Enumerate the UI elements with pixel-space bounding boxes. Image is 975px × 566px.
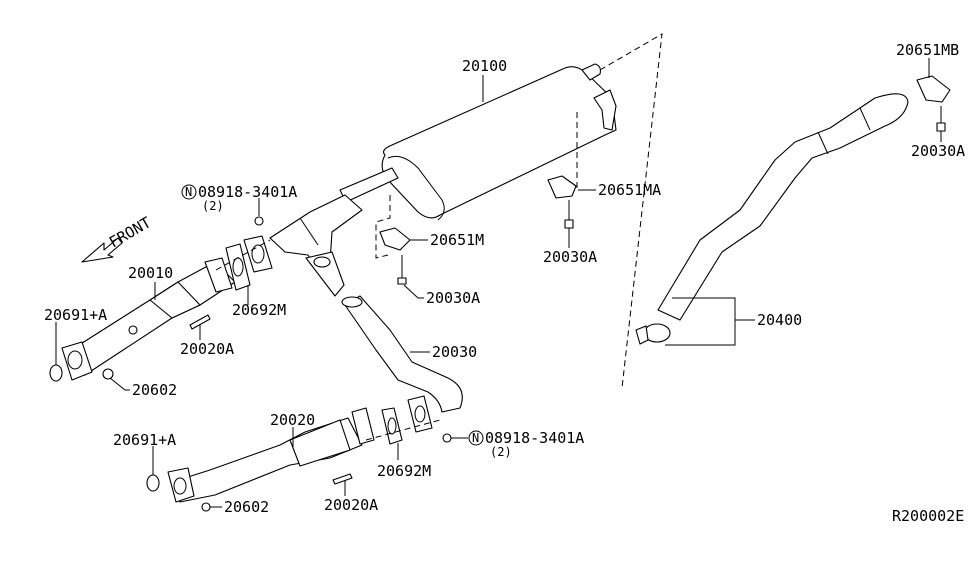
clamp-bolt [635, 325, 649, 345]
seal-ring-lower-20691a[interactable]: 20691+A [113, 431, 176, 492]
part-label-20692m-lower: 20692M [377, 462, 431, 480]
mounting-rubber-20651m[interactable]: 20651M [375, 195, 484, 259]
part-label-20010: 20010 [128, 264, 173, 282]
center-tube-flange [407, 395, 433, 433]
n-symbol-circle-lower [468, 430, 484, 446]
front-tube-20010[interactable]: 20010 [61, 257, 236, 381]
front-arrow-icon [81, 237, 123, 263]
gasket-lower-20692m[interactable]: 20692M [365, 407, 441, 480]
part-label-20030: 20030 [432, 343, 477, 361]
nut-icon [442, 433, 452, 443]
bolt-20030a-ma[interactable]: 20030A [543, 200, 597, 266]
nut-upper-20602[interactable]: 20602 [102, 368, 177, 399]
converter-flange-20020 [351, 407, 375, 445]
part-label-08918-upper: 08918-3401A [198, 183, 297, 201]
inlet-flange-20020 [167, 467, 195, 503]
muffler-inlet-pipe [339, 167, 399, 203]
catalytic-converter-20020 [289, 419, 351, 467]
part-label-20602-upper: 20602 [132, 381, 177, 399]
seal-ring-upper-20691a[interactable]: 20691+A [44, 306, 107, 382]
part-label-20030a-mb: 20030A [911, 142, 965, 160]
stud-lower-20020a[interactable]: 20020A [324, 473, 378, 514]
diagram-reference-code: R200002E [892, 507, 964, 525]
y-pipe-junction[interactable] [269, 194, 363, 297]
main-muffler[interactable]: 20100 [339, 57, 617, 221]
part-label-20691a-upper: 20691+A [44, 306, 107, 324]
stud-upper-20020a[interactable]: 20020A [180, 314, 234, 358]
flange-nut-lower[interactable]: N 08918-3401A (2) [442, 429, 584, 459]
part-label-20020a-lower: 20020A [324, 496, 378, 514]
n-symbol-upper: N [185, 185, 192, 199]
o2-sensor-boss [128, 325, 138, 335]
part-label-20651m: 20651M [430, 231, 484, 249]
front-label: FRONT [106, 213, 154, 251]
mounting-rubber-20651ma[interactable]: 20651MA [547, 112, 661, 199]
mounting-rubber-20651mb[interactable]: 20651MB [896, 41, 959, 103]
y-pipe-clamp [313, 256, 331, 268]
part-label-20030a-m: 20030A [426, 289, 480, 307]
nut-icon [254, 216, 264, 226]
part-label-08918-lower: 08918-3401A [485, 429, 584, 447]
part-label-20651ma: 20651MA [598, 181, 661, 199]
catalytic-converter-20010 [149, 281, 201, 319]
tail-tube-20400[interactable]: 20400 [635, 93, 909, 346]
n-symbol-lower: N [472, 431, 479, 445]
converter-flange-20010 [204, 257, 233, 293]
bolt-20030a-m[interactable]: 20030A [397, 255, 480, 307]
part-label-20692m-upper: 20692M [232, 301, 286, 319]
qty-label-lower: (2) [490, 445, 512, 459]
qty-label-upper: (2) [202, 199, 224, 213]
n-symbol-circle-upper [181, 184, 197, 200]
gasket-upper-20692m[interactable]: 20692M [225, 243, 286, 319]
nut-lower-20602[interactable]: 20602 [201, 498, 269, 516]
part-label-20602-lower: 20602 [224, 498, 269, 516]
part-label-20691a-lower: 20691+A [113, 431, 176, 449]
part-label-20020a-upper: 20020A [180, 340, 234, 358]
flange-nut-upper[interactable]: N 08918-3401A (2) [181, 183, 297, 226]
bolt-20030a-mb[interactable]: 20030A [911, 106, 965, 160]
part-label-20100: 20100 [462, 57, 507, 75]
y-pipe-inlet-flange [215, 235, 273, 273]
front-direction-arrow: FRONT [81, 213, 154, 263]
part-label-20651mb: 20651MB [896, 41, 959, 59]
rear-section-boundary [599, 33, 663, 389]
part-label-20030a-ma: 20030A [543, 248, 597, 266]
muffler-outlet-pipe [581, 63, 601, 81]
part-label-20400: 20400 [757, 311, 802, 329]
center-tube-20030[interactable]: 20030 [341, 295, 477, 433]
inlet-flange-20010 [61, 341, 93, 381]
center-tube-clamp [341, 296, 363, 308]
front-tube-20020[interactable]: 20020 [167, 407, 375, 503]
part-label-20020: 20020 [270, 411, 315, 429]
muffler-hanger-bracket [593, 89, 617, 131]
